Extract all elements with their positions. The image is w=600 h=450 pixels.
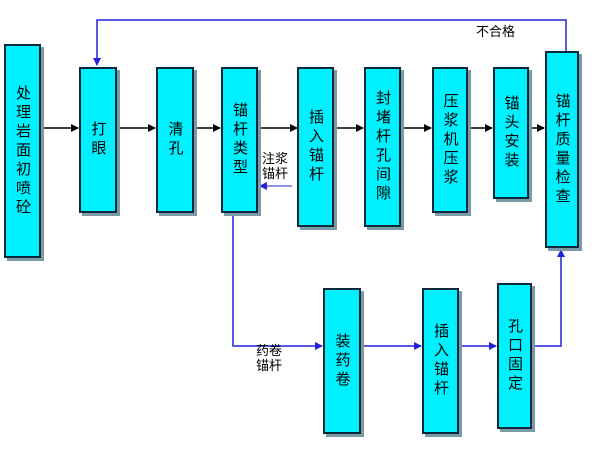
box-insert-anchor-bottom: 插入锚杆 [422,288,459,434]
box-anchor-type: 锚杆类型 [221,67,258,213]
box-insert-anchor-top-label: 插入锚杆 [307,109,325,185]
box-load-cartridge: 装药卷 [323,288,361,434]
box-grout-press: 压浆机压浆 [432,67,468,213]
box-hole-fix-label: 孔口固定 [506,318,524,394]
box-insert-anchor-top: 插入锚杆 [297,67,334,227]
box-head-install: 锚头安装 [493,67,529,199]
box-quality-check: 锚杆质量检查 [545,51,579,248]
label-cartridge-anchor: 药卷 锚杆 [256,344,283,374]
box-hole-cleaning: 清孔 [156,67,194,213]
arrow-unqualified-return [93,19,567,66]
box-seal-vent: 封堵杆孔间隙 [364,67,401,227]
box-grout-press-label: 压浆机压浆 [441,92,460,188]
arrow-fix-to-check [532,249,565,347]
label-unqualified: 不合格 [476,25,516,40]
box-insert-anchor-bottom-label: 插入锚杆 [432,323,450,399]
box-drilling: 打眼 [79,67,117,213]
box-anchor-type-label: 锚杆类型 [231,102,249,178]
box-quality-check-label: 锚杆质量检查 [553,92,572,207]
box-drilling-label: 打眼 [89,121,108,159]
box-surface-treatment-label: 处理岩面初喷砼 [14,84,32,218]
arrow-type-to-cartridge [232,212,323,350]
box-head-install-label: 锚头安装 [502,95,521,171]
box-seal-vent-label: 封堵杆孔间隙 [374,90,392,204]
label-grout-anchor: 注浆 锚杆 [262,152,289,182]
box-load-cartridge-label: 装药卷 [333,332,352,390]
box-hole-fix: 孔口固定 [497,283,532,429]
box-hole-cleaning-label: 清孔 [166,121,185,159]
box-surface-treatment: 处理岩面初喷砼 [4,44,41,258]
